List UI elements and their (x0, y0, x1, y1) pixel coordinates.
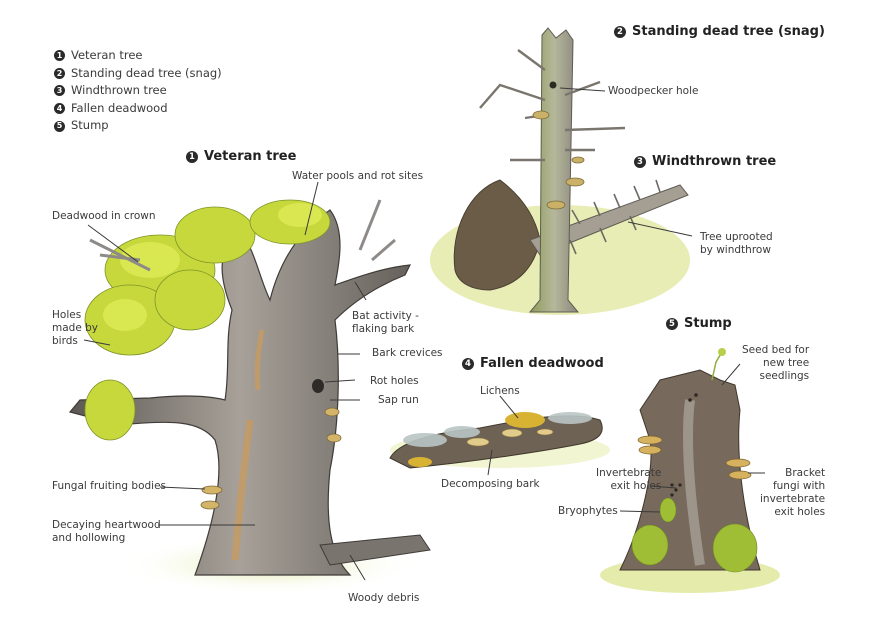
label-lichens: Lichens (480, 385, 520, 397)
label-heartwood: Decaying heartwood and hollowing (52, 519, 161, 545)
label-line: Decaying heartwood (52, 519, 161, 531)
fallen-deadwood-illustration (389, 412, 610, 469)
legend-label: Windthrown tree (71, 83, 167, 98)
heading-text: Veteran tree (204, 149, 297, 164)
label-line: Holes (52, 309, 82, 321)
label-woody-debris: Woody debris (348, 592, 420, 604)
legend-item-fallen: 4 Fallen deadwood (54, 100, 222, 118)
label-line: Invertebrate (596, 467, 662, 479)
number-badge-icon: 2 (54, 67, 65, 79)
leader-lines (83, 87, 765, 581)
number-badge-icon: 5 (54, 120, 65, 132)
snag-illustration (479, 27, 626, 313)
label-bryophytes: Bryophytes (558, 505, 618, 517)
label-line: seedlings (759, 370, 810, 382)
legend-item-stump: 5 Stump (54, 117, 222, 135)
number-badge-icon: 3 (54, 85, 65, 97)
number-badge-icon: 4 (462, 357, 474, 370)
legend-label: Veteran tree (71, 48, 143, 62)
number-badge-icon: 1 (186, 150, 198, 163)
number-badge-icon: 2 (614, 25, 626, 38)
heading-fallen-deadwood: 4 Fallen deadwood (462, 356, 604, 371)
legend-item-snag: 2 Standing dead tree (snag) (54, 65, 222, 83)
heading-text: Windthrown tree (652, 154, 777, 169)
heading-text: Fallen deadwood (480, 356, 604, 371)
label-line: and hollowing (52, 532, 126, 544)
heading-windthrown: 3 Windthrown tree (634, 154, 776, 169)
heading-veteran-tree: 1 Veteran tree (186, 149, 296, 164)
label-line: by windthrow (700, 244, 771, 256)
label-uprooted: Tree uprooted by windthrow (700, 231, 773, 257)
label-line: Seed bed for (742, 344, 810, 356)
label-bracket-fungi: Bracket fungi with invertebrate exit hol… (760, 467, 825, 519)
label-woodpecker-hole: Woodpecker hole (608, 85, 699, 97)
legend-label: Standing dead tree (snag) (71, 65, 222, 80)
number-badge-icon: 4 (54, 103, 65, 115)
label-line: made by (52, 322, 99, 334)
heading-snag: 2 Standing dead tree (snag) (614, 24, 825, 39)
label-line: Tree uprooted (700, 231, 773, 243)
legend-label: Stump (71, 118, 109, 133)
heading-text: Standing dead tree (snag) (632, 24, 825, 39)
legend-label: Fallen deadwood (71, 100, 168, 115)
label-invertebrate-holes: Invertebrate exit holes (596, 467, 661, 493)
label-seed-bed: Seed bed for new tree seedlings (742, 344, 809, 383)
label-line: flaking bark (352, 323, 415, 335)
stump-illustration (600, 348, 780, 593)
legend-item-windthrown: 3 Windthrown tree (54, 82, 222, 100)
number-badge-icon: 3 (634, 155, 646, 168)
label-holes-birds: Holes made by birds (52, 309, 98, 348)
label-line: Bat activity - (352, 310, 419, 322)
label-line: birds (52, 335, 78, 347)
label-sap-run: Sap run (378, 394, 419, 406)
label-rot-holes: Rot holes (370, 375, 419, 387)
number-badge-icon: 1 (54, 50, 65, 62)
label-line: exit holes (610, 480, 662, 492)
label-water-pools: Water pools and rot sites (292, 170, 424, 182)
legend-item-veteran: 1 Veteran tree (54, 47, 222, 65)
label-line: new tree (762, 357, 810, 369)
label-fungal-bodies: Fungal fruiting bodies (52, 480, 167, 492)
number-badge-icon: 5 (666, 317, 678, 330)
veteran-tree-illustration (68, 199, 431, 595)
label-line: exit holes (774, 506, 826, 518)
label-deadwood-crown: Deadwood in crown (52, 210, 156, 222)
legend: 1 Veteran tree 2 Standing dead tree (snag)… (54, 47, 222, 135)
label-bark-crevices: Bark crevices (372, 347, 443, 359)
label-line: Bracket (785, 467, 826, 479)
heading-stump: 5 Stump (666, 316, 732, 331)
label-line: invertebrate (760, 493, 826, 505)
heading-text: Stump (684, 316, 732, 331)
label-line: fungi with (772, 480, 826, 492)
label-decomposing-bark: Decomposing bark (441, 478, 540, 490)
label-bat-activity: Bat activity - flaking bark (352, 310, 419, 336)
